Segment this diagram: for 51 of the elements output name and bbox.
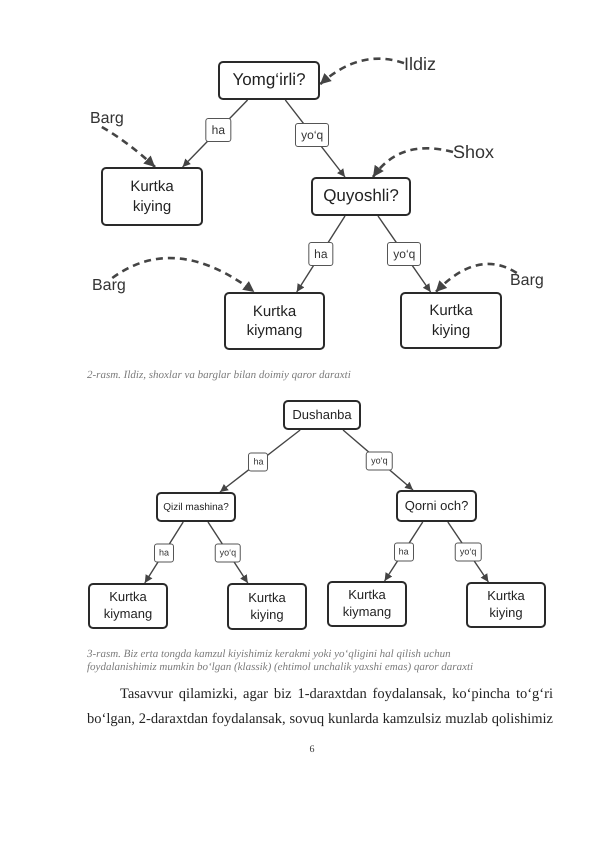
node-label: Kurtka kiymang (342, 587, 392, 621)
edge-label: yo‘q (214, 543, 242, 562)
edge-label: ha (154, 543, 174, 562)
node-label: Kurtka kiymang (246, 302, 302, 340)
node-label: Kurtka kiymang (104, 589, 152, 623)
figure-caption: 3-rasm. Biz erta tongda kamzul kiyishimiz kerakmi yoki yo‘qligini hal qilish uchun foydalanishimiz mumkin bo‘lgan (klassik) (ehtimol unchalik yaxshi emas) qaror daraxti (87, 648, 474, 674)
body-paragraph: Tasavvur qilamizki, agar biz 1-daraxtdan foydalansak, ko‘pincha to‘g‘ri bo‘lgan, 2-daraxtdan foydalansak, sovuq kunlarda kamzulsiz muzlab qolishimiz (87, 685, 553, 729)
annotation-label: Shox (453, 143, 494, 161)
node-label: Dushanba (292, 406, 352, 424)
decision-box (283, 400, 361, 430)
dashed-arrow (319, 57, 404, 86)
edge-label: ha (394, 542, 414, 561)
edge-label: yo‘q (454, 542, 482, 562)
decision-box (311, 177, 411, 216)
arrow (384, 522, 424, 582)
dashed-arrow (434, 262, 518, 293)
node-label: Quyoshli? (323, 185, 399, 208)
dashed-arrow (372, 147, 454, 178)
node-label: Kurtka kiying (130, 177, 174, 216)
node-label: Kurtka kiying (248, 590, 286, 624)
node-label: Kurtka kiying (487, 588, 525, 622)
edge-label: yo‘q (387, 242, 422, 266)
outcome-box (466, 582, 546, 628)
arrow (220, 429, 301, 493)
annotation-label: Barg (92, 278, 126, 294)
outcome-box (327, 581, 407, 627)
arrow (144, 522, 184, 584)
page-number: 6 (308, 744, 316, 755)
edge-label: yo‘q (366, 452, 393, 471)
edge-label: yo‘q (295, 122, 330, 147)
edge-label: ha (206, 118, 231, 142)
annotation-label: Ildiz (404, 55, 436, 73)
figure-caption: 2-rasm. Ildiz, shoxlar va barglar bilan doimiy qaror daraxti (87, 369, 352, 382)
node-label: Qorni och? (404, 498, 468, 514)
outcome-box (224, 292, 325, 350)
dashed-arrow (101, 126, 156, 168)
annotation-label: Barg (90, 111, 124, 127)
outcome-box (88, 583, 168, 629)
outcome-box (101, 167, 203, 226)
annotation-label: Barg (510, 273, 544, 289)
dashed-arrow (112, 256, 256, 294)
outcome-box (400, 292, 502, 349)
outcome-box (227, 583, 307, 630)
edge-label: ha (308, 242, 334, 266)
node-label: Yomg‘irli? (232, 69, 306, 92)
decision-box (396, 490, 477, 522)
node-label: Kurtka kiying (429, 301, 473, 340)
node-label: Qizil mashina? (163, 500, 229, 514)
decision-box (218, 61, 320, 100)
edge-label: ha (248, 452, 268, 472)
decision-box (156, 492, 236, 522)
